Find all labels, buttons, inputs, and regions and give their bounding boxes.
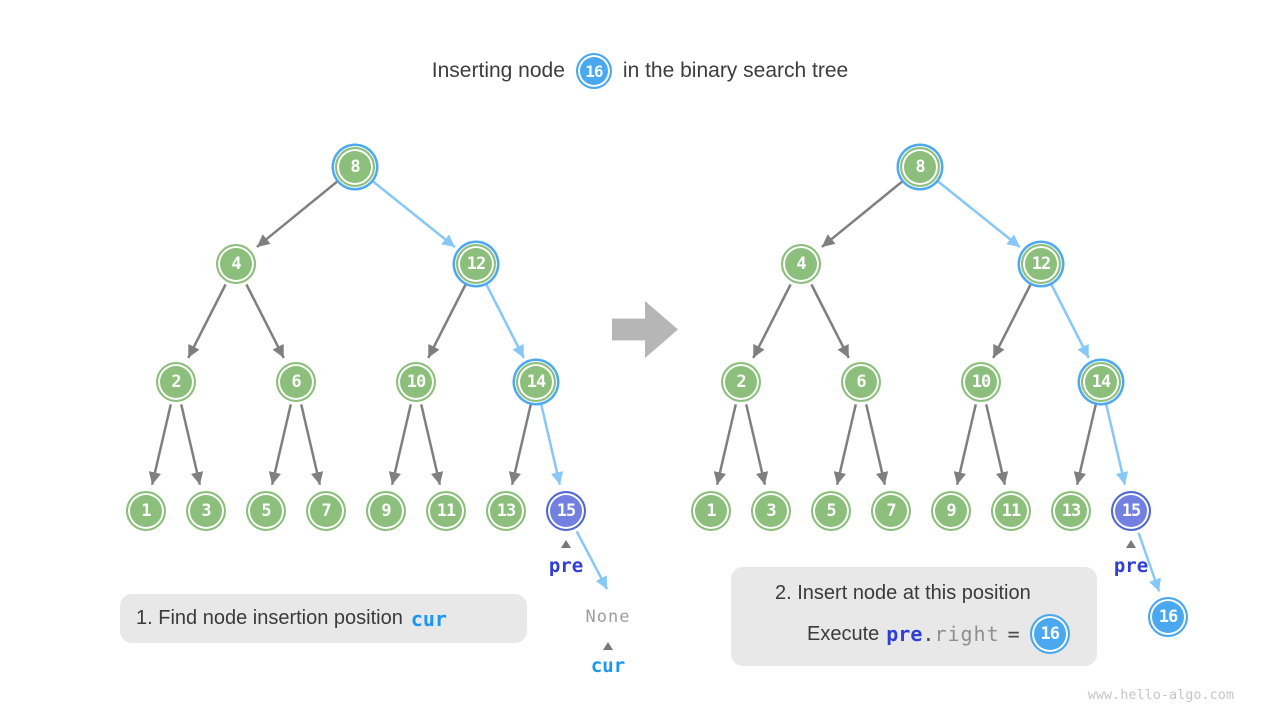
edge-right-10-11 [984,404,1009,485]
tree-node-left-12: 12 [456,244,496,284]
tree-node-right-16: 16 [1148,597,1188,637]
edge-left-12-10 [427,283,467,359]
caption-step1: 1. Find node insertion position cur [120,594,527,643]
edge-right-14-15 [1104,404,1129,485]
edge-right-12-14 [1050,283,1090,359]
edge-left-6-7 [299,404,324,485]
tree-node-left-4: 4 [216,244,256,284]
watermark: www.hello-algo.com [1087,687,1234,703]
edge-left-4-2 [187,283,227,359]
edge-right-4-6 [810,283,850,359]
edge-right-12-10 [992,283,1032,359]
edge-left-14-15 [539,404,564,485]
edge-left-14-13 [508,404,533,485]
tree-node-right-6: 6 [841,362,881,402]
tree-node-left-6: 6 [276,362,316,402]
cur-caret-icon [603,642,613,650]
edge-right-8-4 [821,180,903,248]
tree-node-right-3: 3 [751,491,791,531]
title-prefix: Inserting node [431,59,565,82]
tree-node-left-1: 1 [126,491,166,531]
edge-left-15-none [575,530,609,590]
diagram-title: Inserting node 16 in the binary search t… [0,50,1280,92]
tree-node-right-7: 7 [871,491,911,531]
caption-step2-dot: . [922,622,935,646]
tree-node-right-2: 2 [721,362,761,402]
edge-right-4-2 [752,283,792,359]
tree-node-left-9: 9 [366,491,406,531]
tree-node-left-8: 8 [335,147,375,187]
tree-node-right-9: 9 [931,491,971,531]
cur-label: cur [590,655,626,677]
caption-step2-pre-code: pre [886,622,923,646]
edge-right-6-7 [864,404,889,485]
edge-left-2-3 [179,404,204,485]
title-suffix: in the binary search tree [622,59,849,82]
caption-step2-right-code: right [934,622,1000,646]
edge-right-2-3 [744,404,769,485]
tree-node-right-8: 8 [900,147,940,187]
tree-node-left-10: 10 [396,362,436,402]
tree-node-right-14: 14 [1081,362,1121,402]
edge-right-14-13 [1073,404,1098,485]
tree-node-right-13: 13 [1051,491,1091,531]
tree-node-right-10: 10 [961,362,1001,402]
edge-right-10-9 [953,404,978,485]
caption-step2-line2: Execute pre . right = 16 [807,612,1097,656]
caption-step2-equals: = [1007,622,1020,646]
tree-node-left-13: 13 [486,491,526,531]
tree-node-left-11: 11 [426,491,466,531]
caption-step1-text: 1. Find node insertion position [136,607,403,629]
edge-left-6-5 [268,404,293,485]
title-node-16: 16 [575,53,612,89]
edge-left-12-14 [485,283,525,359]
edge-left-8-4 [256,180,338,248]
tree-node-right-4: 4 [781,244,821,284]
edge-left-10-11 [419,404,444,485]
tree-node-right-1: 1 [691,491,731,531]
tree-node-left-15: 15 [546,491,586,531]
edge-right-2-1 [713,404,738,485]
edge-right-8-12 [937,180,1021,249]
caption-step2-node-16: 16 [1029,614,1070,654]
edge-right-6-5 [833,404,858,485]
pre-caret-icon-right [1126,540,1136,548]
pre-label-right: pre [1113,555,1149,577]
tree-node-right-5: 5 [811,491,851,531]
caption-step2: 2. Insert node at this position Execute … [731,567,1097,666]
none-label: None [585,607,631,627]
tree-node-left-2: 2 [156,362,196,402]
caption-step1-cur-code: cur [410,606,447,631]
pre-caret-icon-left [561,540,571,548]
caption-step2-execute: Execute [807,622,880,645]
edge-left-4-6 [245,283,285,359]
tree-node-left-5: 5 [246,491,286,531]
edge-left-2-1 [148,404,173,485]
edge-left-10-9 [388,404,413,485]
tree-node-right-12: 12 [1021,244,1061,284]
pre-label-left: pre [548,555,584,577]
tree-node-right-11: 11 [991,491,1031,531]
edge-right-15-16 [1137,532,1161,592]
caption-step2-line1: 2. Insert node at this position [775,582,1031,604]
tree-node-left-7: 7 [306,491,346,531]
tree-node-right-15: 15 [1111,491,1151,531]
edge-left-8-12 [372,180,456,249]
tree-node-left-3: 3 [186,491,226,531]
tree-node-left-14: 14 [516,362,556,402]
